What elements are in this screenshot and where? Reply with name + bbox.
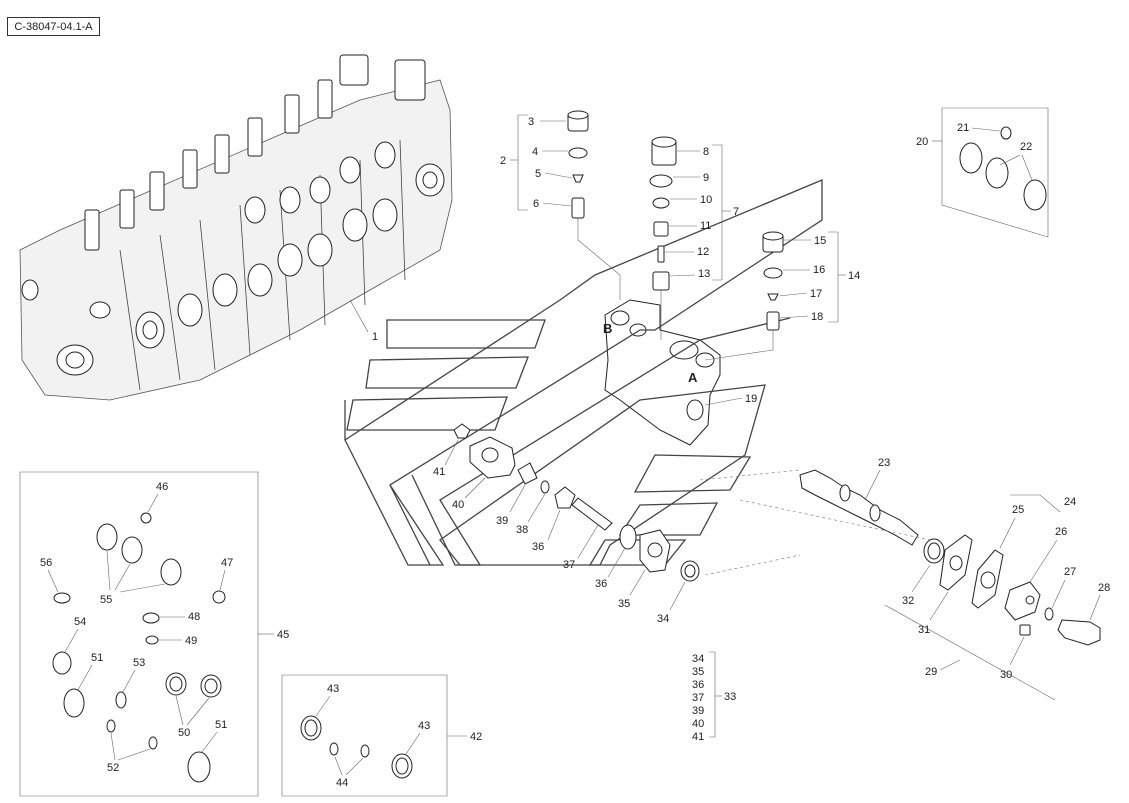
callout-26: 26 xyxy=(1055,526,1067,538)
callout-43b: 43 xyxy=(418,720,430,732)
kit-14-group xyxy=(704,231,839,361)
callout-52: 52 xyxy=(107,762,119,774)
callout-28: 28 xyxy=(1098,582,1110,594)
callout-41: 41 xyxy=(433,466,445,478)
callout-33: 33 xyxy=(724,691,736,703)
callout-51b: 51 xyxy=(215,719,227,731)
callout-6: 6 xyxy=(533,198,539,210)
callout-42: 42 xyxy=(470,731,482,743)
callout-34: 34 xyxy=(657,613,669,625)
callout-27: 27 xyxy=(1064,566,1076,578)
callout-44: 44 xyxy=(336,777,348,789)
callout-20: 20 xyxy=(916,136,928,148)
kit-33-list-item: 40 xyxy=(692,718,704,730)
callout-50: 50 xyxy=(178,727,190,739)
callout-25: 25 xyxy=(1012,504,1024,516)
callout-7: 7 xyxy=(733,206,739,218)
callout-3: 3 xyxy=(528,116,534,128)
callout-14: 14 xyxy=(848,270,860,282)
kit-7-group xyxy=(649,136,723,340)
kit-33-list-item: 35 xyxy=(692,666,704,678)
callout-54: 54 xyxy=(74,616,86,628)
callout-53: 53 xyxy=(133,657,145,669)
callout-18: 18 xyxy=(811,311,823,323)
callout-39: 39 xyxy=(496,515,508,527)
callout-35: 35 xyxy=(618,598,630,610)
callout-37: 37 xyxy=(563,559,575,571)
callout-9: 9 xyxy=(703,172,709,184)
callout-16: 16 xyxy=(813,264,825,276)
callout-12: 12 xyxy=(697,246,709,258)
callout-55: 55 xyxy=(100,594,112,606)
callout-13: 13 xyxy=(698,268,710,280)
callout-4: 4 xyxy=(532,146,538,158)
document-id-label: C-38047-04.1-A xyxy=(7,17,100,36)
kit-20-group xyxy=(941,107,1049,238)
callout-46: 46 xyxy=(156,481,168,493)
callout-22: 22 xyxy=(1020,141,1032,153)
kit-33-list-item: 37 xyxy=(692,692,704,704)
kit-33-list: 34 35 36 37 39 40 41 xyxy=(692,651,722,743)
callout-21: 21 xyxy=(957,122,969,134)
callout-29: 29 xyxy=(925,666,937,678)
kit-33-list-item: 41 xyxy=(692,731,704,743)
callout-36b: 36 xyxy=(595,578,607,590)
spool-assembly-group xyxy=(699,469,1101,701)
callout-24: 24 xyxy=(1064,496,1076,508)
callout-11: 11 xyxy=(700,220,711,232)
callout-32: 32 xyxy=(902,595,914,607)
control-valve-bank xyxy=(19,54,453,401)
callout-51a: 51 xyxy=(91,652,103,664)
callout-40: 40 xyxy=(452,499,464,511)
kit-33-list-item: 36 xyxy=(692,679,704,691)
callout-49: 49 xyxy=(185,635,197,647)
callout-17: 17 xyxy=(810,288,822,300)
kit-33-list-item: 34 xyxy=(692,653,704,665)
kit-45-box xyxy=(19,471,259,797)
callout-45: 45 xyxy=(277,629,289,641)
callout-15: 15 xyxy=(814,235,826,247)
callout-8: 8 xyxy=(703,146,709,158)
callout-23: 23 xyxy=(878,457,890,469)
kit-33-list-item: 39 xyxy=(692,705,704,717)
callout-19: 19 xyxy=(745,393,757,405)
callout-1: 1 xyxy=(372,331,378,343)
kit-33-parts xyxy=(453,423,801,582)
kit-42-box xyxy=(281,674,448,797)
callout-36a: 36 xyxy=(532,541,544,553)
kit-2-group xyxy=(517,110,621,300)
callout-31: 31 xyxy=(918,624,930,636)
callout-38: 38 xyxy=(516,524,528,536)
callout-56: 56 xyxy=(40,557,52,569)
callout-47: 47 xyxy=(221,557,233,569)
callout-48: 48 xyxy=(188,611,200,623)
callout-10: 10 xyxy=(700,194,712,206)
port-b-letter: B xyxy=(603,321,612,336)
callout-30: 30 xyxy=(1000,669,1012,681)
callout-5: 5 xyxy=(535,168,541,180)
port-a-letter: A xyxy=(688,370,698,385)
callout-2: 2 xyxy=(500,155,506,167)
valve-housing-19: B A xyxy=(603,299,721,446)
callout-43a: 43 xyxy=(327,683,339,695)
